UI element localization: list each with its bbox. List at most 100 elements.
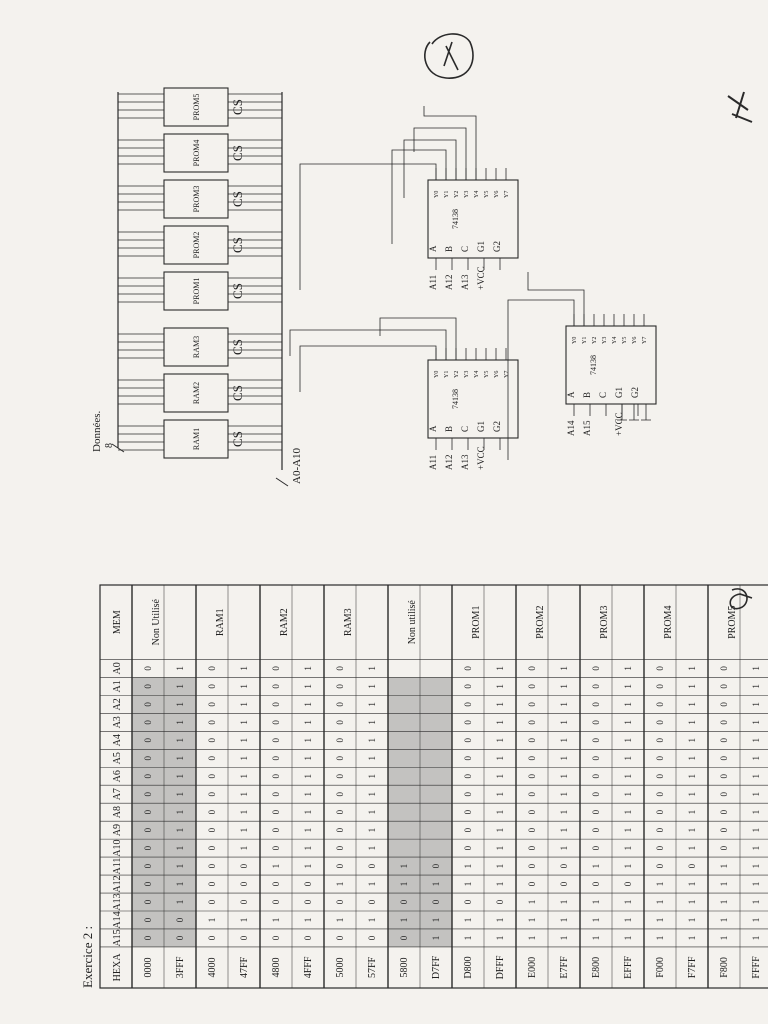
table-cell-bit: 1 [751,882,761,887]
table-cell-bit: 0 [143,845,153,850]
table-cell-bit: 0 [719,809,729,814]
decoder-output-label: Y1 [582,337,588,344]
table-cell-bit: 0 [399,935,409,940]
table-cell-bit: 1 [623,792,633,797]
decoder-signal-label: A13 [460,454,470,470]
table-cell-bit: 1 [495,792,505,797]
decoder-wire [423,106,477,180]
decoder-chip-label: 74138 [451,209,460,229]
table-cell-bit: 0 [719,666,729,671]
table-cell-bit: 1 [495,774,505,779]
table-cell-bit: 1 [335,882,345,887]
table-cell-bit: 0 [207,899,217,904]
table-cell-bit: 0 [207,666,217,671]
table-cell-bit: 1 [175,900,185,905]
table-cell-bit: 1 [399,882,409,887]
table-cell-bit: 1 [239,846,249,851]
chip-select-label: CS [230,339,245,355]
table-cell-bit: 0 [655,720,665,725]
address-table: HEXAA15A14A13A12A11A10A9A8A7A6A5A4A3A2A1… [99,584,768,989]
table-cell-bit: 1 [399,918,409,923]
table-cell-bit: 1 [559,792,569,797]
table-cell-hexa: E7FF [559,956,570,979]
ground-symbol [617,404,627,421]
decoder-74138-ram [427,359,519,439]
table-cell-bit: 0 [335,809,345,814]
table-cell-bit: 1 [751,774,761,779]
table-cell-bit: 0 [463,899,473,904]
memory-chip-label: PROM2 [192,232,201,259]
table-cell-bit: 1 [239,684,249,689]
memory-chip [163,87,229,127]
memory-chip [163,327,229,367]
table-cell-bit: 0 [527,845,537,850]
chip-select-label: CS [230,191,245,207]
table-cell-bit: 1 [495,936,505,941]
decoder-input-label: B [444,246,454,252]
decoder-output-label: Y6 [494,371,500,378]
decoder-output-label: Y7 [642,337,648,344]
table-cell-bit: 0 [655,666,665,671]
table-cell-bit: 0 [207,935,217,940]
table-cell-bit: 1 [591,864,601,869]
decoder-output-label: Y4 [474,191,480,198]
table-cell-bit: 0 [207,845,217,850]
table-cell-bit: 1 [463,918,473,923]
decoder-output-label: Y2 [454,371,460,378]
table-cell-bit: 1 [687,936,697,941]
table-cell-hexa: 4000 [207,957,218,977]
table-cell-bit: 1 [271,918,281,923]
table-cell-bit: 1 [367,702,377,707]
table-cell-bit: 1 [303,810,313,815]
table-cell-bit: 0 [207,684,217,689]
decoder-input-label: C [460,246,470,252]
decoder-output-label: Y0 [434,371,440,378]
table-cell-bit: 1 [559,810,569,815]
table-header: A15 [112,929,123,946]
memory-chip [163,179,229,219]
table-cell-bit: 0 [527,738,537,743]
memory-chip-label: PROM3 [192,186,201,213]
table-cell-bit: 1 [175,720,185,725]
table-cell-hexa: 47FF [239,956,250,978]
table-cell-bit: 1 [495,756,505,761]
table-cell-bit: 1 [559,900,569,905]
decoder-output-label: Y7 [504,371,510,378]
table-cell-mem: PROM5 [727,606,738,639]
table-cell-bit: 0 [335,827,345,832]
table-cell-hexa: 4800 [271,957,282,977]
table-cell-bit: 0 [655,738,665,743]
table-cell-bit: 0 [623,881,633,886]
table-cell-bit: 1 [239,756,249,761]
table-cell-bit: 1 [623,846,633,851]
table-cell-bit: 1 [527,918,537,923]
table-cell-bit: 1 [559,738,569,743]
chip-select-label: CS [230,145,245,161]
table-cell-bit: 1 [239,792,249,797]
table-cell-bit: 0 [175,917,185,922]
decoder-output-label: Y2 [454,191,460,198]
table-cell-bit: 0 [143,863,153,868]
table-cell-bit: 1 [175,828,185,833]
decoder-output-label: Y7 [504,191,510,198]
table-cell-hexa: 4FFF [303,956,314,978]
memory-chip-label: PROM1 [192,278,201,305]
memory-chip-label: PROM5 [192,94,201,121]
table-header: A12 [112,875,123,892]
table-cell-mem: PROM4 [663,606,674,639]
table-cell-bit: 0 [559,881,569,886]
table-cell-bit: 0 [527,827,537,832]
table-cell-bit: 0 [655,863,665,868]
decoder-wire [403,139,457,198]
table-cell-bit: 1 [175,846,185,851]
table-cell-bit: 0 [239,863,249,868]
table-cell-bit: 0 [271,684,281,689]
table-cell-hexa: 3FFF [175,956,186,978]
table-cell-bit: 0 [463,720,473,725]
table-cell-bit: 1 [591,918,601,923]
table-cell-bit: 0 [591,845,601,850]
table-cell-bit: 1 [367,846,377,851]
table-cell-bit: 0 [271,773,281,778]
table-cell-hexa: D7FF [431,955,442,979]
